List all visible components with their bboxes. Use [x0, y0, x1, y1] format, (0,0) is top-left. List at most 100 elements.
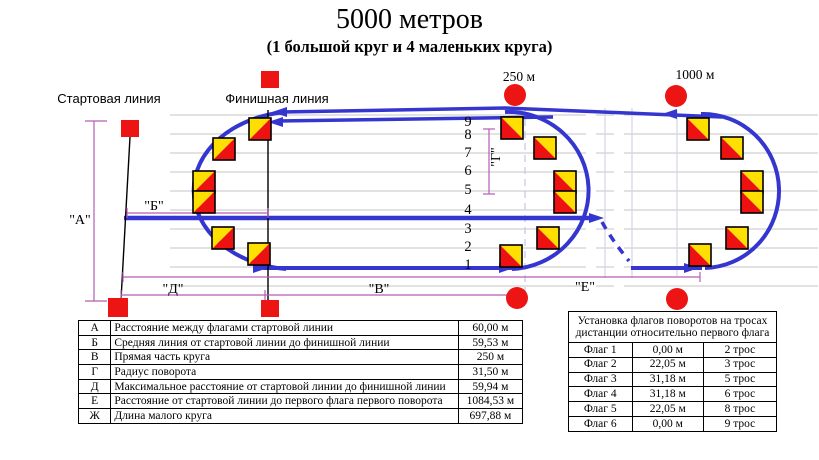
- row-value: 31,50 м: [457, 364, 524, 380]
- flag-name: Флаг 3: [568, 371, 633, 388]
- dimension-lines: [85, 120, 701, 302]
- row-letter: Б: [77, 334, 112, 351]
- flag-name: Флаг 1: [568, 342, 633, 358]
- start-line-bottom-marker: [108, 298, 128, 317]
- lane-number: 9: [464, 114, 471, 130]
- lane-number: 1: [464, 257, 471, 273]
- flag-setup-table: Установка флагов поворотов на тросах дис…: [568, 311, 778, 432]
- table-row: Е Расстояние от стартовой линии до перво…: [77, 393, 524, 410]
- dim-g-label: "Г": [489, 147, 504, 167]
- dim-a-label: "А": [69, 213, 91, 228]
- arrow-left-icon: [272, 107, 287, 117]
- row-letter: Д: [77, 378, 112, 395]
- table-row: Флаг 2 22,05 м 3 трос: [568, 356, 778, 373]
- dim-b-label: "Б": [144, 199, 163, 214]
- table-row: Флаг 3 31,18 м 5 трос: [568, 371, 778, 388]
- flag-cable: 9 трос: [702, 415, 778, 432]
- arrow-left-icon: [268, 117, 283, 127]
- table-row: Б Средняя линия от стартовой линии до фи…: [77, 334, 524, 351]
- row-description: Максимальное расстояние от стартовой лин…: [110, 378, 459, 395]
- table-row: Флаг 5 22,05 м 8 трос: [568, 401, 778, 417]
- turn-flag-icon: [247, 242, 271, 266]
- bottom-circle-1: [506, 287, 528, 309]
- arrow-left-icon: [662, 109, 677, 119]
- lane-numbers: 1 2 3 4 5 6 7 8 9: [464, 114, 472, 273]
- dim-v-label: "В": [369, 282, 390, 297]
- row-value: 250 м: [457, 349, 524, 366]
- flag-cable: 5 трос: [702, 371, 778, 388]
- marker-250-circle: [504, 84, 526, 106]
- red-markers: [108, 71, 688, 317]
- dim-e-label: "Е": [575, 280, 595, 295]
- row-description: Прямая часть круга: [110, 349, 459, 366]
- lane-number: 2: [464, 239, 471, 255]
- flag-name: Флаг 4: [568, 386, 633, 403]
- turn-flag-icon: [500, 116, 524, 140]
- track-outline: [124, 106, 781, 271]
- flag-offset: 0,00 м: [631, 342, 704, 358]
- row-description: Расстояние между флагами стартовой линии: [110, 320, 459, 336]
- flag-offset: 31,18 м: [631, 386, 704, 403]
- top-straight-big: [280, 106, 723, 119]
- start-line-label: Стартовая линия: [57, 91, 160, 106]
- row-description: Радиус поворота: [110, 364, 459, 380]
- turn-flag-icon: [553, 190, 577, 214]
- marker-250-label: 250 м: [503, 69, 536, 84]
- flag-offset: 22,05 м: [631, 401, 704, 417]
- transition-dashed-line: [600, 221, 631, 263]
- lane-number: 3: [464, 221, 471, 237]
- row-letter: Ж: [77, 408, 112, 424]
- marker-1000-circle: [665, 85, 687, 107]
- turn-flag-icon: [192, 170, 216, 194]
- row-value: 697,88 м: [457, 408, 524, 424]
- row-description: Длина малого круга: [110, 408, 459, 424]
- flag-cable: 2 трос: [702, 342, 778, 358]
- bottom-circle-2: [666, 288, 688, 310]
- flag-cable: 3 трос: [702, 356, 778, 373]
- table-row: Флаг 4 31,18 м 6 трос: [568, 386, 778, 403]
- finish-line-bottom-marker: [261, 300, 279, 317]
- row-letter: В: [77, 349, 112, 366]
- row-letter: Е: [77, 393, 112, 410]
- finish-line-top-marker: [261, 71, 279, 88]
- turn-flag-icon: [536, 226, 560, 250]
- row-letter: А: [77, 320, 112, 336]
- row-letter: Г: [77, 364, 112, 380]
- lane-number: 7: [464, 145, 471, 161]
- turn-flag-icon: [192, 190, 216, 214]
- page-title: 5000 метров: [336, 4, 483, 35]
- turn-flag-icon: [725, 226, 749, 250]
- row-value: 59,53 м: [457, 334, 524, 351]
- turn-flag-icon: [720, 136, 744, 160]
- table-row: Флаг 1 0,00 м 2 трос: [568, 342, 778, 358]
- table-header-row: Установка флагов поворотов на тросах дис…: [568, 311, 777, 343]
- turn-flag-icon: [211, 226, 235, 250]
- flag-name: Флаг 2: [568, 356, 633, 373]
- flag-offset: 0,00 м: [631, 415, 704, 432]
- lane-number: 8: [464, 127, 471, 143]
- turn-flag-icon: [740, 170, 764, 194]
- lane-number: 5: [464, 182, 471, 198]
- turn-flag-icon: [248, 117, 272, 141]
- flag-name: Флаг 6: [568, 415, 633, 432]
- row-value: 1084,53 м: [457, 393, 524, 410]
- arrow-right-icon: [684, 263, 699, 273]
- dim-d-label: "Д": [163, 282, 184, 297]
- measurements-table: А Расстояние между флагами стартовой лин…: [77, 320, 524, 424]
- row-value: 60,00 м: [457, 320, 524, 336]
- turn-flag-icon: [688, 243, 712, 267]
- finish-line-label: Финишная линия: [225, 91, 328, 106]
- row-value: 59,94 м: [457, 378, 524, 395]
- table-row: Д Максимальное расстояние от стартовой л…: [77, 378, 524, 395]
- grid-lines: [170, 114, 818, 287]
- turn-flag-icon: [740, 190, 764, 214]
- row-description: Расстояние от стартовой линии до первого…: [110, 393, 459, 410]
- turn-flag-icon: [499, 244, 523, 268]
- turn-flag-icon: [686, 117, 710, 141]
- turn-flag-icon: [533, 136, 557, 160]
- table-row: А Расстояние между флагами стартовой лин…: [77, 320, 524, 336]
- flag-offset: 22,05 м: [631, 356, 704, 373]
- table-row: Ж Длина малого круга 697,88 м: [77, 408, 524, 424]
